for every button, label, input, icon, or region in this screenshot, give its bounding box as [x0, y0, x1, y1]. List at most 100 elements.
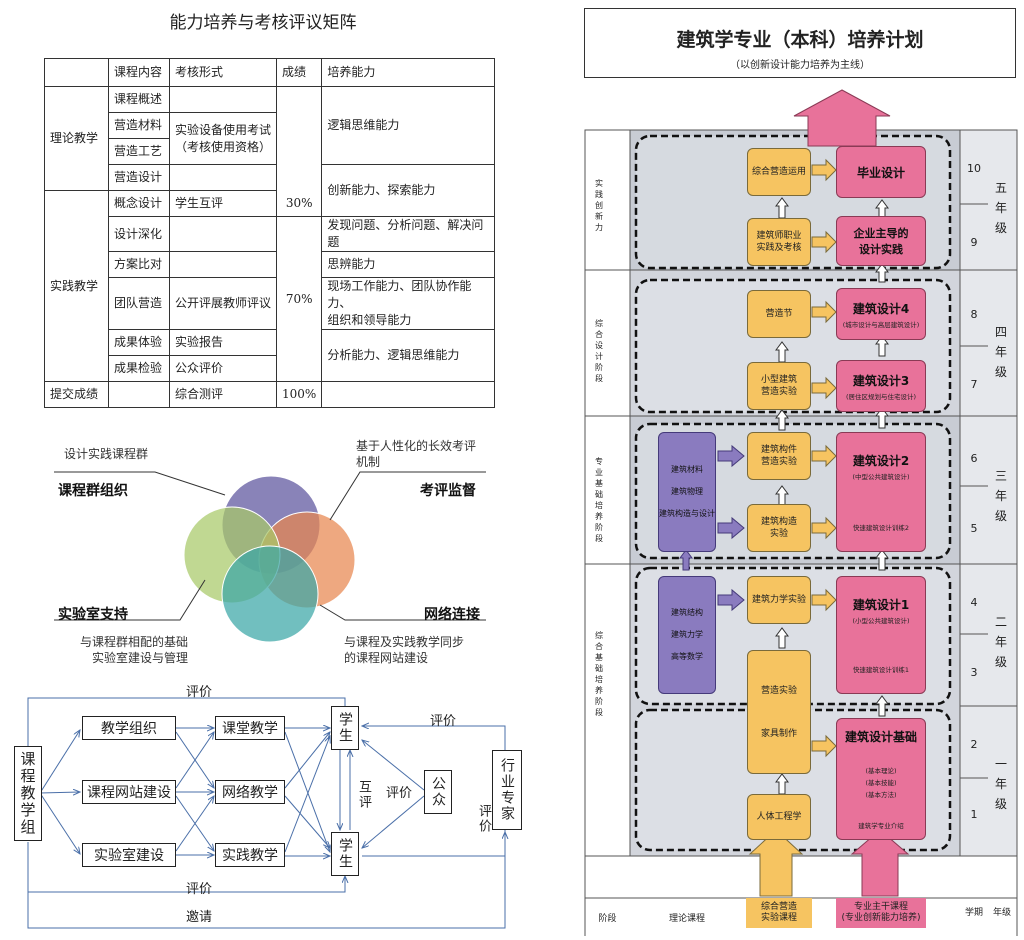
footer-stage: 阶段	[598, 913, 617, 924]
assess-cell: 实验报告	[169, 329, 277, 356]
up-arrow	[775, 409, 789, 431]
venn-label-course-group: 课程群组织	[58, 483, 128, 499]
ability-cell: 发现问题、分析问题、解决问题	[321, 216, 496, 252]
box-network: 网络教学	[215, 780, 285, 804]
course-cell: 设计深化	[108, 216, 170, 252]
course-cell: 方案比对	[108, 251, 170, 278]
purple-arrow	[717, 444, 745, 468]
venn-note-bl: 与课程群相配的基础实验室建设与管理	[79, 635, 188, 665]
assess-cell	[169, 164, 277, 191]
label-eval-side: 评价	[476, 804, 491, 834]
label-mutual: 互评	[356, 780, 371, 810]
assess-cell	[169, 216, 277, 252]
main-box-enterprise: 企业主导的设计实践	[836, 216, 926, 266]
grade-1: 一年级	[994, 757, 1007, 811]
arrow-net-student2	[284, 795, 330, 848]
loop-top-eval	[27, 697, 345, 746]
box-student-bottom: 学生	[331, 832, 359, 876]
group-submit: 提交成绩	[44, 381, 109, 408]
leader-line-bl	[54, 579, 206, 621]
semester-9: 9	[970, 236, 978, 249]
label-eval-top: 评价	[186, 685, 213, 700]
ability-cell: 现场工作能力、团队协作能力、组织和领导能力	[321, 277, 496, 330]
semester-10: 10	[967, 162, 981, 175]
plan-subtitle: （以创新设计能力培养为主线）	[730, 60, 870, 71]
ability-cell: 分析能力、逻辑思维能力	[321, 329, 496, 382]
label-invite: 邀请	[186, 910, 213, 925]
matrix-title: 能力培养与考核评议矩阵	[169, 13, 357, 33]
grade-2: 二年级	[994, 615, 1007, 669]
course-cell: 成果体验	[108, 329, 170, 356]
matrix-corner	[44, 58, 109, 87]
venn-label-evaluation: 考评监督	[420, 483, 476, 499]
craft-box-8: 营造节	[747, 290, 811, 338]
course-cell: 概念设计	[108, 190, 170, 217]
box-website: 课程网站建设	[82, 780, 176, 804]
ability-cell: 创新能力、探索能力	[321, 164, 496, 217]
leader-line-tr	[329, 471, 486, 521]
right-arrow	[811, 516, 837, 540]
craft-box-6: 建筑构件营造实验	[747, 432, 811, 480]
arrow-group-lab	[39, 792, 80, 854]
stage-label-professional: 专业基础培养阶段	[595, 457, 603, 543]
main-box-foundation: 建筑设计基础 (基本理论)(基本技能)(基本方法) 建筑学专业介绍	[836, 718, 926, 840]
theory-box-lower: 建筑结构建筑力学高等数学	[658, 576, 716, 694]
score-cell-empty	[275, 86, 323, 191]
purple-arrow	[717, 588, 745, 612]
assess-cell: 公众评价	[169, 355, 277, 382]
score-cell: 70%	[275, 216, 323, 382]
right-arrow	[811, 734, 837, 758]
arrow-expert-student	[362, 726, 506, 750]
up-arrow	[775, 485, 789, 507]
score-cell: 100%	[275, 381, 323, 408]
up-arrow	[775, 773, 789, 795]
assess-cell: 综合测评	[169, 381, 277, 408]
semester-6: 6	[970, 452, 978, 465]
plan-header: 建筑学专业（本科）培养计划 （以创新设计能力培养为主线）	[584, 8, 1016, 78]
up-arrow	[775, 197, 789, 219]
ability-cell: 思辨能力	[321, 251, 496, 278]
header-score: 成绩	[275, 58, 323, 87]
grade-5: 五年级	[994, 181, 1007, 235]
semester-4: 4	[970, 596, 978, 609]
arrow-group-web	[39, 792, 80, 793]
group-practice: 实践教学	[44, 190, 109, 382]
assess-cell	[169, 251, 277, 278]
score-cell: 30%	[275, 190, 323, 217]
arrow-group-org	[39, 730, 80, 794]
arrow-cross-2	[175, 732, 214, 789]
craft-box-10: 综合营造运用	[747, 148, 811, 196]
assess-cell: 实验设备使用考试（考核使用资格）	[169, 112, 277, 165]
box-practice: 实践教学	[215, 843, 285, 867]
venn-diagram	[54, 471, 486, 643]
stage-label-practice: 实践创新力	[595, 179, 603, 232]
up-arrow	[875, 199, 889, 221]
up-arrow	[875, 695, 889, 717]
course-cell: 成果检验	[108, 355, 170, 382]
up-arrow	[775, 627, 789, 649]
loop-bottom-eval	[27, 842, 345, 893]
box-student-top: 学生	[331, 706, 359, 750]
arrow-cross-4	[175, 796, 214, 852]
grade-4: 四年级	[994, 325, 1007, 379]
ability-cell: 逻辑思维能力	[321, 86, 496, 165]
course-cell: 营造材料	[108, 112, 170, 139]
main-box-design3: 建筑设计3(居住区规划与住宅设计)	[836, 360, 926, 412]
arrow-public-student1	[362, 740, 425, 791]
craft-box-4: 建筑力学实验	[747, 576, 811, 624]
craft-box-3-2: 营造实验家具制作	[747, 650, 811, 774]
leader-line-br	[319, 604, 486, 621]
bottom-arrow-red	[850, 829, 910, 897]
purple-arrow	[717, 516, 745, 540]
semester-8: 8	[970, 308, 978, 321]
semester-2: 2	[970, 738, 978, 751]
footer-grade: 年级	[992, 907, 1011, 918]
arrow-class-student2	[284, 731, 330, 852]
footer-theory: 理论课程	[668, 913, 705, 924]
right-arrow	[811, 300, 837, 324]
main-box-design4: 建筑设计4(城市设计与高层建筑设计)	[836, 288, 926, 340]
box-teaching-org: 教学组织	[82, 716, 176, 740]
craft-box-7: 小型建筑营造实验	[747, 362, 811, 410]
right-arrow	[811, 444, 837, 468]
craft-box-5: 建筑构造实验	[747, 504, 811, 552]
